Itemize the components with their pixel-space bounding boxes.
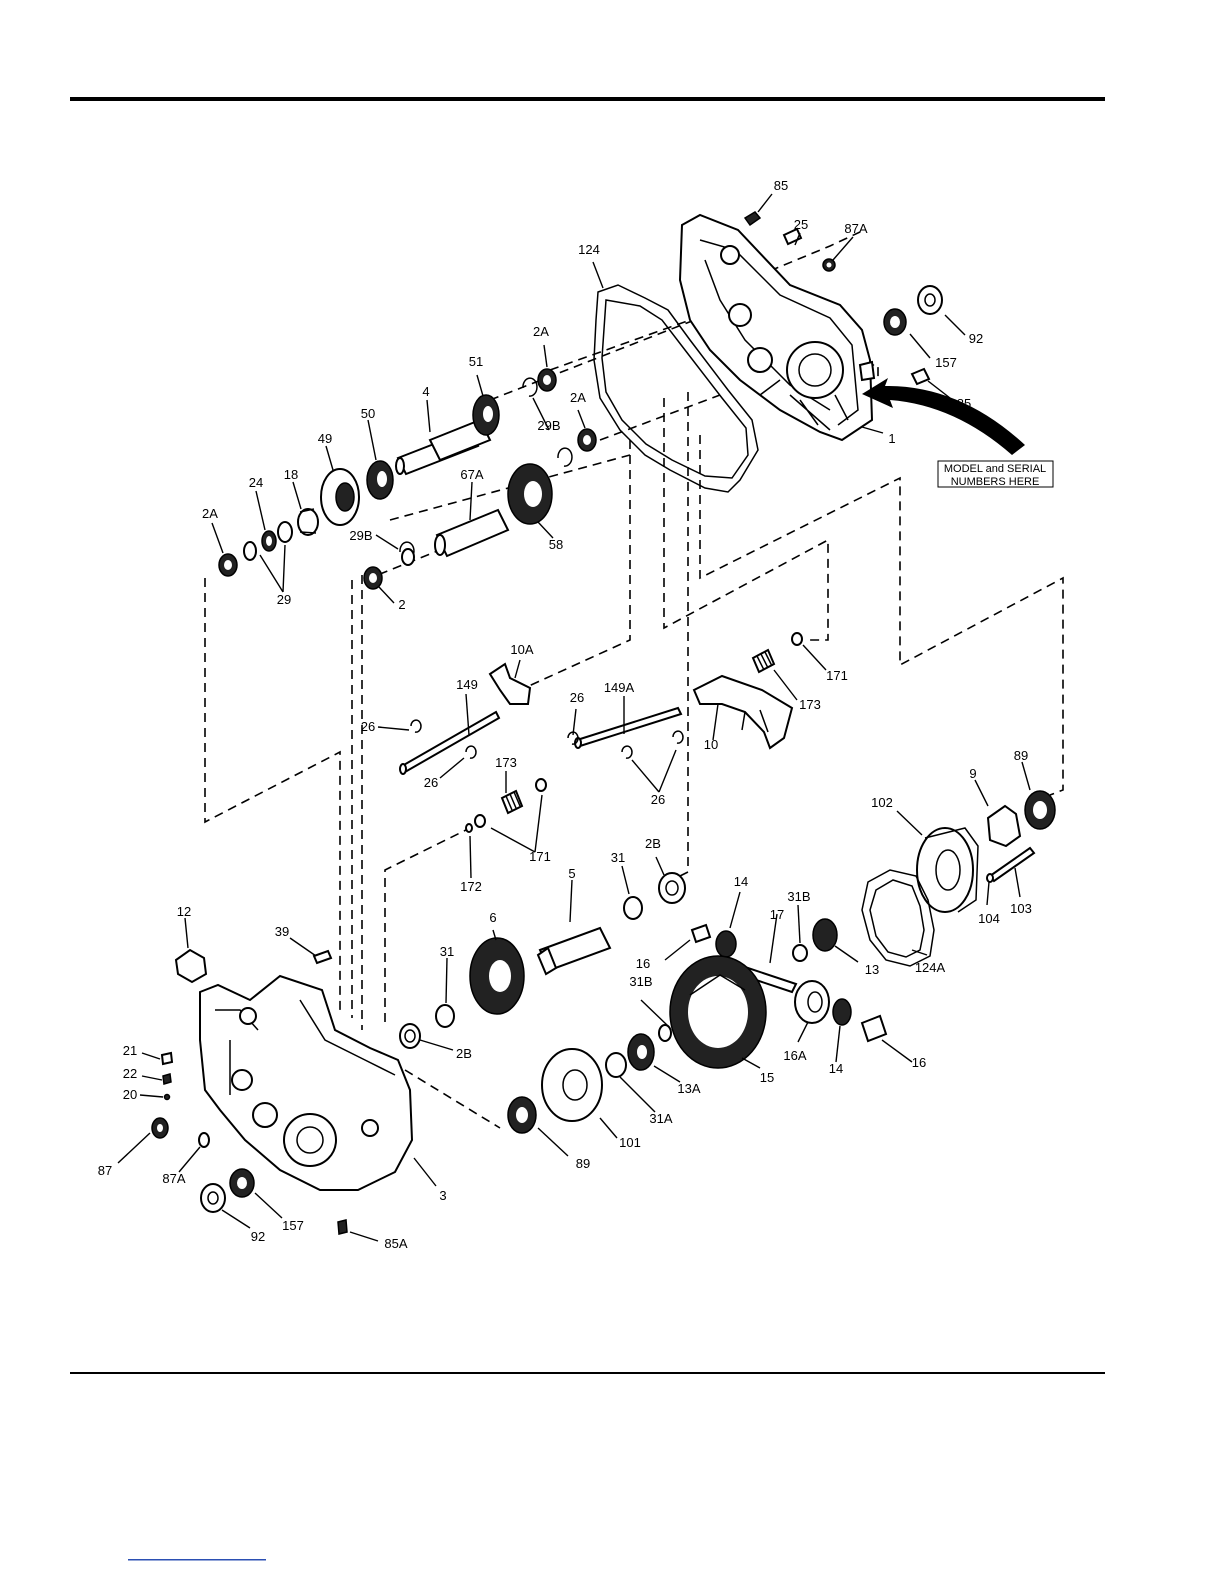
label-16-a: 16 bbox=[636, 956, 650, 971]
shift-fork-group bbox=[400, 633, 802, 832]
label-89-top: 89 bbox=[1014, 748, 1028, 763]
label-31A: 31A bbox=[649, 1111, 672, 1126]
label-26-c: 26 bbox=[570, 690, 584, 705]
label-149: 149 bbox=[456, 677, 478, 692]
label-92-bottom: 92 bbox=[251, 1229, 265, 1244]
label-58: 58 bbox=[549, 537, 563, 552]
label-2B-a: 2B bbox=[645, 836, 661, 851]
label-85A: 85A bbox=[384, 1236, 407, 1251]
label-173-b: 173 bbox=[495, 755, 517, 770]
label-87A-bottom: 87A bbox=[162, 1171, 185, 1186]
label-89-bottom: 89 bbox=[576, 1156, 590, 1171]
label-124: 124 bbox=[578, 242, 600, 257]
label-29B-a: 29B bbox=[537, 418, 560, 433]
label-31B-a: 31B bbox=[787, 889, 810, 904]
label-22: 22 bbox=[123, 1066, 137, 1081]
label-3: 3 bbox=[439, 1188, 446, 1203]
upper-shaft-group bbox=[219, 369, 596, 589]
housing-cover-upper bbox=[680, 215, 874, 440]
label-92-top: 92 bbox=[969, 331, 983, 346]
label-4: 4 bbox=[422, 384, 429, 399]
label-31-a: 31 bbox=[611, 850, 625, 865]
housing-case-lower bbox=[152, 950, 412, 1234]
label-16-b: 16 bbox=[912, 1055, 926, 1070]
label-14-b: 14 bbox=[829, 1061, 843, 1076]
label-26-d: 26 bbox=[651, 792, 665, 807]
label-2B-b: 2B bbox=[456, 1046, 472, 1061]
label-124A: 124A bbox=[915, 960, 946, 975]
label-85-right: 85 bbox=[957, 396, 971, 411]
model-serial-arrow bbox=[862, 378, 1025, 455]
label-101: 101 bbox=[619, 1135, 641, 1150]
label-51: 51 bbox=[469, 354, 483, 369]
label-172: 172 bbox=[460, 879, 482, 894]
label-173-a: 173 bbox=[799, 697, 821, 712]
label-2: 2 bbox=[398, 597, 405, 612]
label-50: 50 bbox=[361, 406, 375, 421]
label-149A: 149A bbox=[604, 680, 635, 695]
label-10A: 10A bbox=[510, 642, 533, 657]
label-2A-b: 2A bbox=[570, 390, 586, 405]
label-10: 10 bbox=[704, 737, 718, 752]
label-103: 103 bbox=[1010, 901, 1032, 916]
label-171-b: 171 bbox=[529, 849, 551, 864]
label-13: 13 bbox=[865, 962, 879, 977]
label-31B-b: 31B bbox=[629, 974, 652, 989]
top-rule bbox=[70, 97, 1105, 101]
label-102: 102 bbox=[871, 795, 893, 810]
label-17: 17 bbox=[770, 907, 784, 922]
label-157-top: 157 bbox=[935, 355, 957, 370]
label-13A: 13A bbox=[677, 1081, 700, 1096]
label-21: 21 bbox=[123, 1043, 137, 1058]
lower-gear-train bbox=[400, 873, 886, 1133]
label-171-a: 171 bbox=[826, 668, 848, 683]
label-29B-b: 29B bbox=[349, 528, 372, 543]
label-14-a: 14 bbox=[734, 874, 748, 889]
label-24: 24 bbox=[249, 475, 263, 490]
label-12: 12 bbox=[177, 904, 191, 919]
model-serial-line2: NUMBERS HERE bbox=[951, 476, 1040, 488]
label-26-b: 26 bbox=[424, 775, 438, 790]
label-20: 20 bbox=[123, 1087, 137, 1102]
label-49: 49 bbox=[318, 431, 332, 446]
footer-link-underline bbox=[128, 1559, 266, 1561]
label-2A-a: 2A bbox=[533, 324, 549, 339]
label-85-top: 85 bbox=[774, 178, 788, 193]
label-157-bottom: 157 bbox=[282, 1218, 304, 1233]
label-18: 18 bbox=[284, 467, 298, 482]
label-104: 104 bbox=[978, 911, 1000, 926]
label-29: 29 bbox=[277, 592, 291, 607]
model-serial-line1: MODEL and SERIAL bbox=[944, 463, 1046, 475]
label-5: 5 bbox=[568, 866, 575, 881]
label-67A: 67A bbox=[460, 467, 483, 482]
label-31-b: 31 bbox=[440, 944, 454, 959]
label-16A: 16A bbox=[783, 1048, 806, 1063]
label-1: 1 bbox=[888, 431, 895, 446]
label-6: 6 bbox=[489, 910, 496, 925]
bottom-rule bbox=[70, 1372, 1105, 1374]
label-15: 15 bbox=[760, 1070, 774, 1085]
axle-hub-group bbox=[862, 791, 1055, 966]
label-87A-top: 87A bbox=[844, 221, 867, 236]
label-25: 25 bbox=[794, 217, 808, 232]
label-2A-c: 2A bbox=[202, 506, 218, 521]
label-9: 9 bbox=[969, 766, 976, 781]
label-39: 39 bbox=[275, 924, 289, 939]
label-26-a: 26 bbox=[361, 719, 375, 734]
label-87: 87 bbox=[98, 1163, 112, 1178]
